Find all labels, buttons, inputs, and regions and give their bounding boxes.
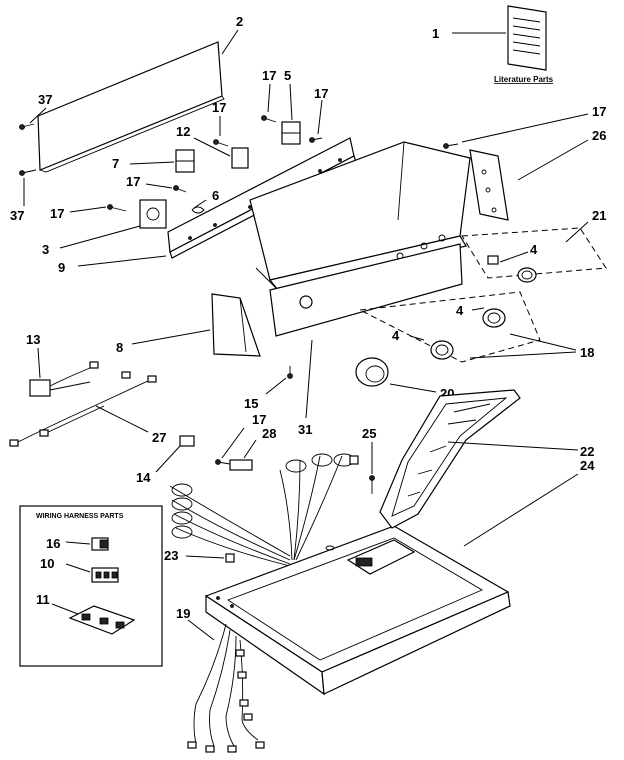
side-panel-8 (211, 293, 261, 357)
callout-17-c: 17 (212, 100, 226, 115)
screw-17-c (213, 139, 229, 147)
screw-25 (369, 475, 375, 494)
connector-16 (91, 537, 109, 551)
callout-17-f: 17 (252, 412, 266, 427)
callout-31: 31 (298, 422, 312, 437)
timer-switch-3 (139, 199, 167, 229)
callout-25: 25 (362, 426, 376, 441)
callout-13: 13 (26, 332, 40, 347)
callout-3: 3 (42, 242, 49, 257)
callout-28: 28 (262, 426, 276, 441)
lint-duct (379, 389, 521, 529)
screw-23 (225, 553, 235, 563)
knob-group-18-outline (358, 291, 541, 363)
spring-clip-upper (487, 255, 499, 265)
callout-24: 24 (580, 458, 595, 473)
literature-booklet: Literature Parts (494, 5, 554, 84)
callout-4-middle: 4 (456, 303, 464, 318)
timer-knob (355, 357, 389, 387)
callout-19: 19 (176, 606, 190, 621)
callout-17-d: 17 (126, 174, 140, 189)
connector-11 (68, 605, 136, 635)
rear-panel (37, 41, 225, 173)
push-switch-7 (175, 149, 195, 173)
connector-10 (91, 567, 119, 583)
harness-13 (29, 361, 99, 397)
callout-10: 10 (40, 556, 54, 571)
callout-7: 7 (112, 156, 119, 171)
knob-upper (517, 267, 537, 283)
wiring-harness-parts-box: WIRING HARNESS PARTS 16 10 11 (19, 505, 163, 667)
callout-8: 8 (116, 340, 123, 355)
callout-18: 18 (580, 345, 594, 360)
callout-17-e: 17 (50, 206, 64, 221)
callout-37-lower: 37 (10, 208, 24, 223)
screw-17-b (309, 137, 323, 143)
callout-17-right: 17 (592, 104, 606, 119)
knob-lower (430, 340, 454, 360)
callout-12: 12 (176, 124, 190, 139)
callout-27: 27 (152, 430, 166, 445)
callout-21: 21 (592, 208, 606, 223)
callout-37-upper: 37 (38, 92, 52, 107)
end-cap (469, 149, 509, 221)
screw-17-d (173, 185, 187, 193)
console-housing (249, 141, 471, 291)
wiring-harness-parts-title: WIRING HARNESS PARTS (36, 513, 124, 520)
control-panel-front (269, 243, 463, 337)
callout-6: 6 (212, 188, 219, 203)
knob-middle (482, 308, 506, 328)
callout-1: 1 (432, 26, 439, 41)
screw-17-f (215, 459, 231, 465)
screw-17-right (443, 143, 459, 149)
clip-14 (179, 435, 195, 447)
callout-17-a: 17 (262, 68, 276, 83)
screw-37-upper (19, 123, 35, 130)
switch-12 (231, 147, 249, 169)
screw-37-lower (19, 169, 37, 176)
callout-15: 15 (244, 396, 258, 411)
harness-27 (9, 371, 157, 447)
knob-group-21-outline (461, 227, 607, 279)
callout-16: 16 (46, 536, 60, 551)
literature-parts-label: Literature Parts (494, 75, 554, 84)
callout-23: 23 (164, 548, 178, 563)
screw-17-a (261, 115, 277, 123)
callout-17-b: 17 (314, 86, 328, 101)
terminal-block-28 (229, 459, 253, 471)
main-wiring-harness (169, 453, 359, 567)
callout-22: 22 (580, 444, 594, 459)
callout-14: 14 (136, 470, 151, 485)
top-panel (204, 525, 511, 696)
callout-11: 11 (36, 592, 50, 607)
callout-4-upper: 4 (530, 242, 538, 257)
callout-26: 26 (592, 128, 606, 143)
switch-5 (281, 121, 301, 145)
callout-4-lower: 4 (392, 328, 400, 343)
harness-19 (187, 623, 265, 753)
screw-15 (287, 366, 293, 379)
callout-2: 2 (236, 14, 243, 29)
callout-5: 5 (284, 68, 291, 83)
screw-17-e (107, 204, 127, 212)
callout-9: 9 (58, 260, 65, 275)
wire-clip-6 (191, 206, 205, 214)
